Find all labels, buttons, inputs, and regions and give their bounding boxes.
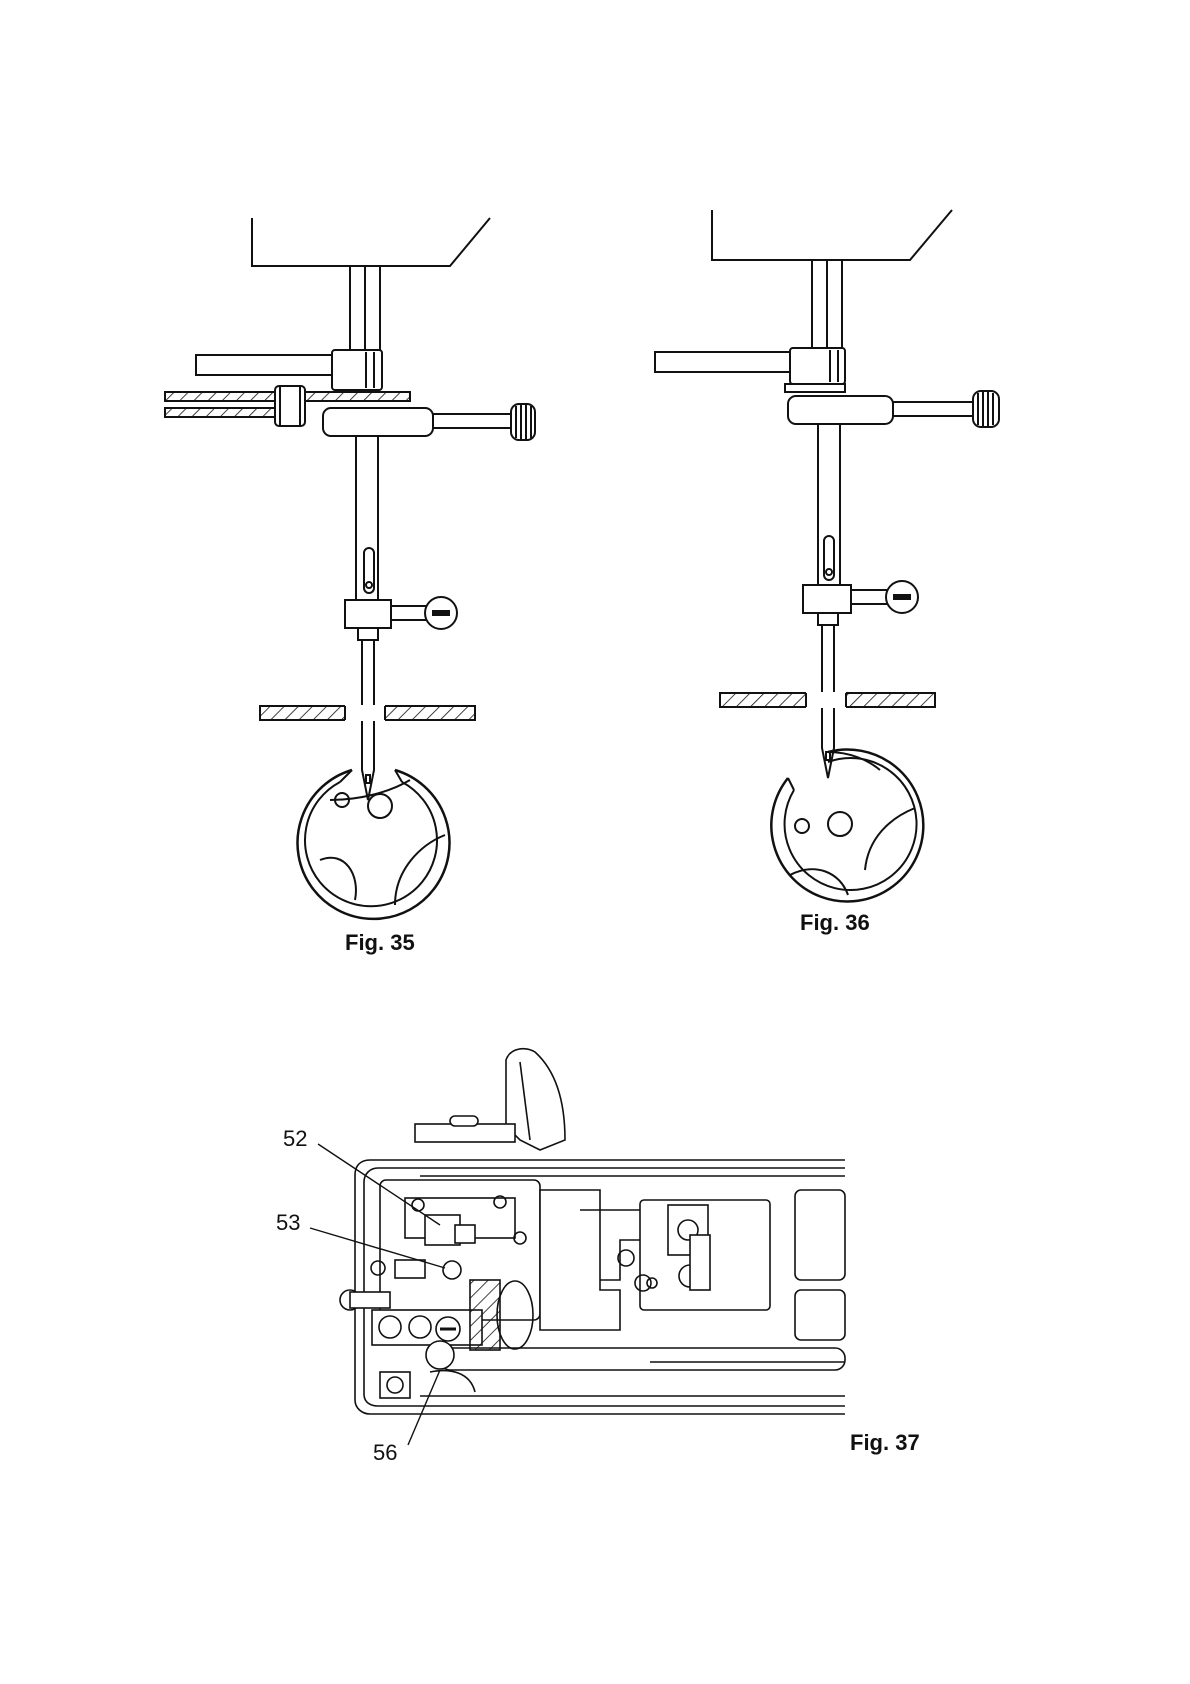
fig35-machine-head [252,218,490,266]
fig36-drawing [655,210,999,902]
fig37-leader-52 [318,1144,440,1225]
fig37-caption: Fig. 37 [850,1430,920,1456]
fig37-main-shaft [440,1348,845,1370]
fig37-leader-56 [408,1370,440,1445]
fig35-caption: Fig. 35 [345,930,415,956]
fig37-callout-53: 53 [276,1210,300,1236]
fig36-presser-arm [655,352,795,372]
fig37-right-panel [795,1190,845,1280]
fig36-caption: Fig. 36 [800,910,870,936]
fig37-part-53 [443,1261,461,1279]
fig36-rotary-hook [771,750,923,902]
fig37-callout-52: 52 [283,1126,307,1152]
fig35-presser-arm [196,355,336,375]
fig37-center-assembly [540,1190,620,1330]
fig35-lower-clamp [323,408,433,436]
fig35-drawing [165,218,535,919]
fig36-lower-clamp [788,396,893,424]
fig36-machine-head [712,210,952,260]
fig36-clamp-block [790,348,845,384]
fig35-rotary-hook [298,770,450,919]
fig37-part-56 [426,1341,454,1369]
fig36-thumb-screw [973,391,999,427]
fig35-needle-clamp [345,600,391,628]
fig37-gear [470,1280,500,1350]
fig36-needle-clamp [803,585,851,613]
fig37-drawing [310,1049,845,1445]
fig37-callout-56: 56 [373,1440,397,1466]
